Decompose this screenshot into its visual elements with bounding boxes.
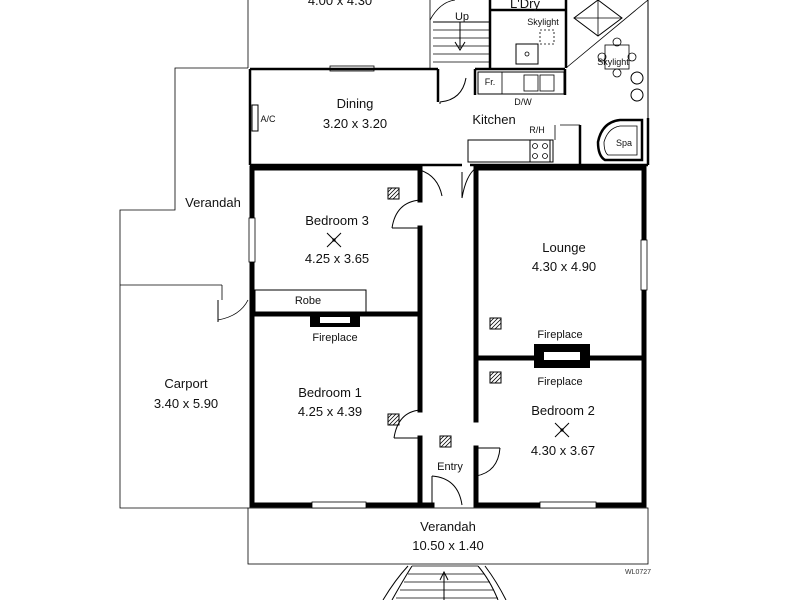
entry-label: Entry	[437, 461, 463, 473]
bedroom3-label: Bedroom 3	[305, 213, 369, 228]
lounge-size: 4.30 x 4.90	[532, 259, 596, 274]
laundry-stairs	[433, 0, 568, 68]
bedroom1-door	[393, 409, 421, 439]
vents	[387, 187, 502, 448]
hall-door	[419, 169, 443, 197]
windows	[248, 65, 648, 509]
spa	[596, 118, 644, 162]
skylight-patio	[565, 0, 649, 118]
ac-unit	[251, 104, 259, 132]
lounge-fireplace-label: Fireplace	[537, 329, 582, 341]
spa-label: Spa	[616, 138, 632, 148]
bedroom1-size: 4.25 x 4.39	[298, 404, 362, 419]
carport-outline	[119, 67, 248, 509]
front-verandah	[247, 507, 649, 565]
front-verandah-size: 10.50 x 1.40	[412, 538, 484, 553]
bedroom2-fireplace-label: Fireplace	[537, 376, 582, 388]
bedroom3-door	[391, 199, 421, 229]
side-verandah-label: Verandah	[185, 195, 241, 210]
range-hood-label: R/H	[529, 125, 545, 135]
dishwasher-label: D/W	[514, 97, 532, 107]
kitchen-label: Kitchen	[472, 112, 515, 127]
side-door-swing	[217, 299, 249, 321]
laundry-label: L'Dry	[510, 0, 540, 11]
fridge-label: Fr.	[485, 77, 496, 87]
dining-kitchen-walls	[248, 67, 650, 167]
front-verandah-label: Verandah	[420, 519, 476, 534]
dining-size: 3.20 x 3.20	[323, 116, 387, 131]
top-room-size: 4.00 x 4.30	[308, 0, 372, 8]
stairs-up-label: Up	[455, 11, 469, 23]
carport-label: Carport	[164, 376, 208, 391]
bedroom2-label: Bedroom 2	[531, 403, 595, 418]
ac-label: A/C	[260, 114, 276, 124]
bedroom2-size: 4.30 x 3.67	[531, 443, 595, 458]
skylight-label-2: Skylight	[597, 57, 629, 67]
skylight-label-1: Skylight	[527, 17, 559, 27]
kitchen-benches	[467, 71, 580, 163]
bedroom1-label: Bedroom 1	[298, 385, 362, 400]
ceiling-fan-icons	[326, 232, 570, 438]
front-steps	[382, 565, 507, 600]
bedroom1-fireplace-label: Fireplace	[312, 332, 357, 344]
bedroom3-size: 4.25 x 3.65	[305, 251, 369, 266]
carport-size: 3.40 x 5.90	[154, 396, 218, 411]
reference-code: WL0727	[625, 569, 651, 576]
fireplaces	[310, 314, 590, 368]
entry-door	[431, 447, 501, 506]
dining-label: Dining	[337, 96, 374, 111]
robe	[254, 289, 367, 313]
robe-label: Robe	[295, 295, 321, 307]
lounge-label: Lounge	[542, 240, 585, 255]
